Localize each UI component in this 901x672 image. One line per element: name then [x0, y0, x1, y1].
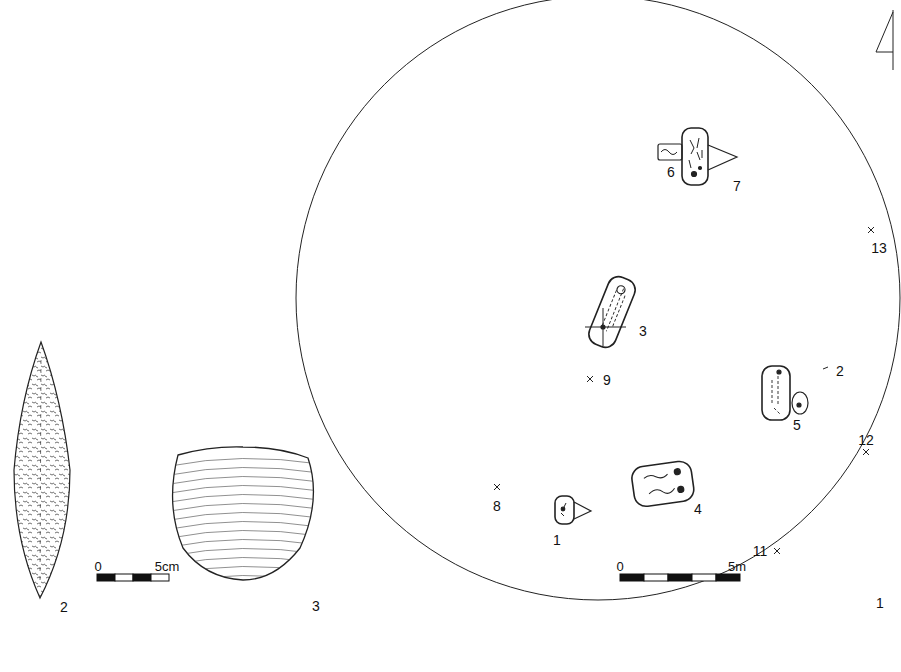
find-spot-marks: [494, 227, 874, 554]
grave-number: 1: [553, 533, 561, 547]
scale-value: 5m: [728, 560, 746, 573]
find-number: 11: [753, 544, 768, 558]
datum-cross: [585, 308, 626, 346]
scale-value: 5cm: [155, 560, 180, 573]
find-number: 2: [836, 364, 844, 378]
flint-dagger: [14, 342, 70, 598]
north-arrow: [876, 10, 893, 70]
grave-number: 4: [694, 502, 702, 516]
barrow-outline: [296, 0, 900, 600]
figure-number: 2: [60, 600, 68, 614]
pot: [170, 447, 320, 583]
scale-value: 0: [616, 560, 623, 573]
grave-5: [762, 366, 808, 420]
scale-value: 0: [94, 560, 101, 573]
grave-number: 5: [793, 418, 801, 432]
find-number: 13: [871, 241, 887, 255]
find-number: 8: [493, 499, 501, 513]
figure-number: 3: [312, 599, 320, 613]
grave-3: [586, 273, 639, 350]
find-number: 9: [603, 373, 611, 387]
grave-1: [555, 496, 591, 524]
grave-4: [630, 460, 695, 508]
grave-number: 6: [667, 165, 675, 179]
scale-bars: [97, 574, 740, 581]
figure-number: 1: [876, 596, 884, 610]
grave-6-7: [658, 128, 737, 185]
find-number: 12: [858, 433, 874, 447]
grave-number: 3: [639, 324, 647, 338]
grave-number: 7: [733, 179, 741, 193]
